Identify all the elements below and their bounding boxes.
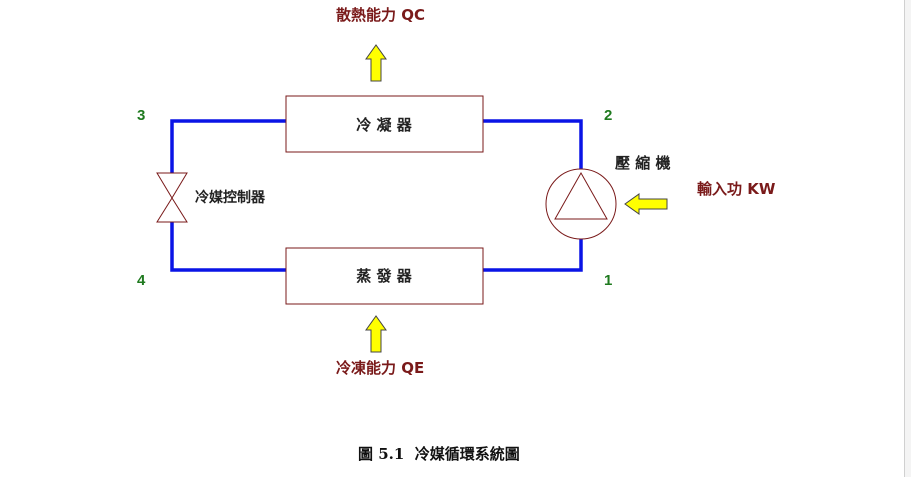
compressor-triangle-icon xyxy=(554,171,608,220)
refrigerant-piping xyxy=(170,119,583,272)
compressor-label: 壓 縮 機 xyxy=(615,154,670,172)
pipe-compressor-to-condenser xyxy=(481,119,583,175)
node-number-1: 1 xyxy=(604,272,612,289)
node-number-4: 4 xyxy=(137,272,146,289)
page-edge xyxy=(905,0,911,477)
compressor-circle xyxy=(545,168,617,240)
evaporator-box xyxy=(285,247,484,305)
work-input-label: 輸入功 KW xyxy=(697,180,776,198)
condenser-label: 冷 凝 器 xyxy=(356,116,412,134)
heat-rejection-arrow-icon xyxy=(365,44,387,82)
heat-rejection-label: 散熱能力 QC xyxy=(336,6,425,24)
node-number-2: 2 xyxy=(604,107,612,124)
expansion-valve-label: 冷媒控制器 xyxy=(195,189,266,206)
evaporator-label: 蒸 發 器 xyxy=(356,267,412,285)
node-number-3: 3 xyxy=(137,107,145,124)
work-input-arrow-icon xyxy=(624,193,668,215)
figure-caption: 圖 5.1 冷媒循環系統圖 xyxy=(358,445,520,463)
expansion-valve-icon xyxy=(156,172,188,223)
pipe-evaporator-to-compressor xyxy=(481,232,583,272)
pipe-condenser-to-valve xyxy=(170,119,288,175)
refrigeration-capacity-arrow-icon xyxy=(365,315,387,353)
condenser-box xyxy=(285,95,484,153)
pipe-valve-to-evaporator xyxy=(170,220,288,272)
page-edge-line xyxy=(904,0,905,477)
refrigeration-capacity-label: 冷凍能力 QE xyxy=(336,359,424,377)
